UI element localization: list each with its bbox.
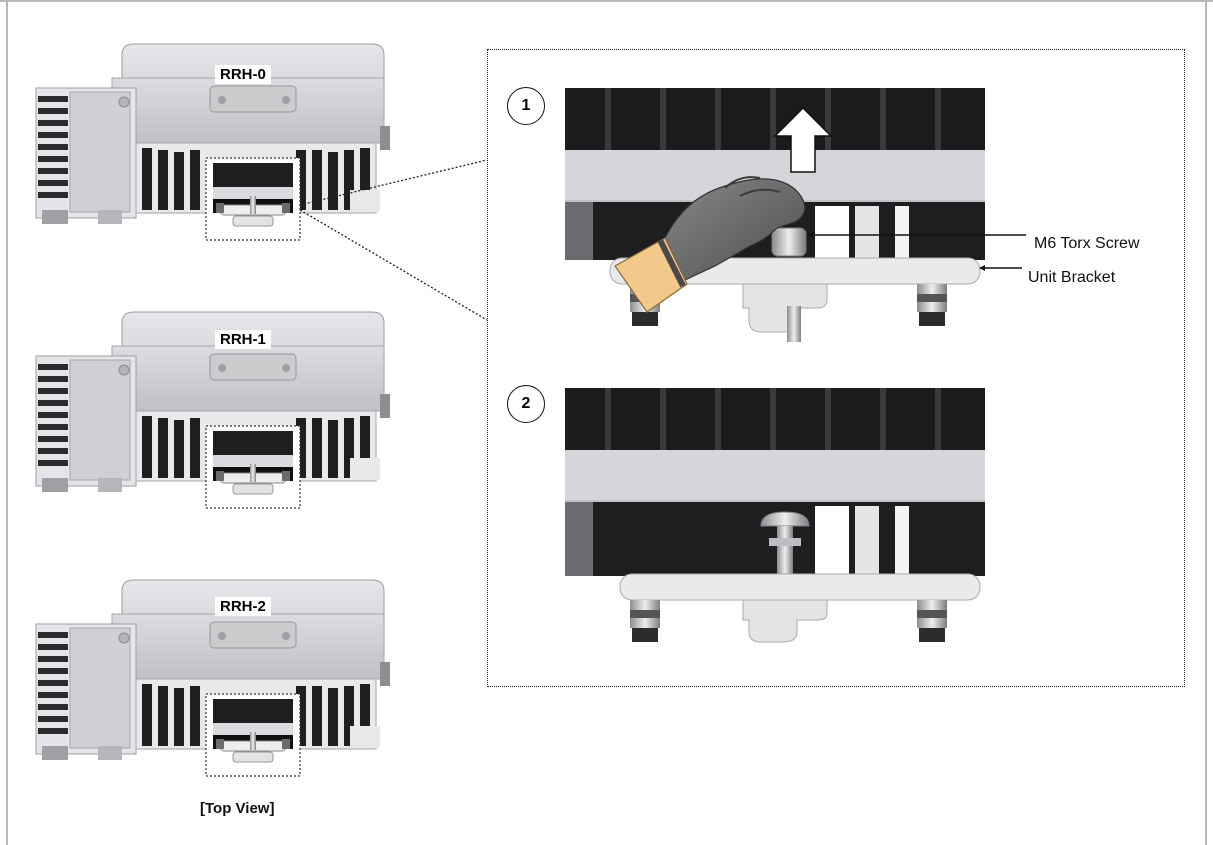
- top-view-caption: [Top View]: [200, 800, 274, 817]
- rrh-unit-1-label: RRH-1: [215, 330, 271, 349]
- rrh-unit-2: RRH-2: [0, 536, 430, 776]
- frame-right-line: [1205, 0, 1207, 845]
- step-1-badge: 1: [507, 87, 545, 125]
- step-1-photo: [565, 88, 985, 350]
- rrh-unit-1: RRH-1: [0, 268, 430, 508]
- step-2-badge: 2: [507, 385, 545, 423]
- rrh-unit-0-drawing: [0, 0, 430, 245]
- m6-torx-screw-label: M6 Torx Screw: [1034, 235, 1140, 253]
- rrh-unit-0: RRH-0: [0, 0, 430, 240]
- rrh-unit-2-label: RRH-2: [215, 597, 271, 616]
- unit-bracket-label: Unit Bracket: [1028, 269, 1115, 287]
- rrh-unit-1-drawing: [0, 268, 430, 513]
- rrh-unit-2-drawing: [0, 536, 430, 781]
- rrh-unit-0-label: RRH-0: [215, 65, 271, 84]
- step-2-photo: [565, 388, 985, 650]
